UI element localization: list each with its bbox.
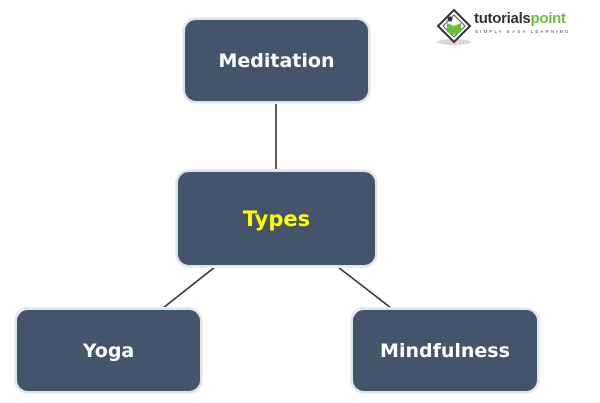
node-yoga-label: Yoga (82, 339, 135, 362)
logo-diamond-icon (436, 8, 472, 45)
node-types: Types (176, 170, 377, 267)
edge-types-mindfulness (337, 266, 392, 309)
node-types-label: Types (242, 206, 311, 231)
node-mindfulness-label: Mindfulness (380, 339, 510, 362)
logo-tagline: SIMPLY EASY LEARNING (475, 29, 571, 34)
node-meditation: Meditation (183, 18, 370, 103)
logo-wordmark: tutorialspoint (474, 10, 566, 27)
node-yoga: Yoga (15, 308, 202, 393)
edge-types-yoga (162, 266, 216, 309)
node-mindfulness: Mindfulness (351, 308, 539, 393)
node-meditation-label: Meditation (218, 49, 335, 72)
